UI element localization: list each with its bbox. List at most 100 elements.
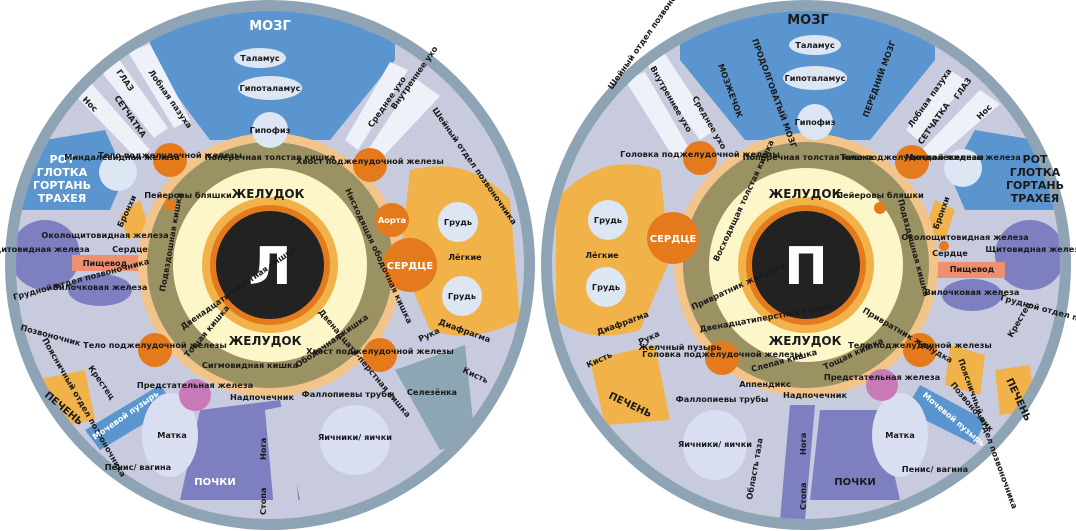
left-peyer-label: Пейеровы бляшки — [144, 190, 232, 200]
left-pituitary-label: Гипофиз — [250, 125, 291, 135]
right-brain-label: МОЗГ — [787, 13, 829, 28]
left-brain-label: МОЗГ — [249, 19, 291, 34]
right-heart-small-label: Сердце — [932, 248, 968, 258]
right-fallopian-label: Фаллопиевы трубы — [676, 394, 769, 404]
right-lungs-label: Лёгкие — [585, 250, 619, 260]
right-stripe — [922, 90, 1000, 160]
left-pituitary-bubble — [252, 112, 288, 148]
left-prostate-label: Предстательная железа — [137, 380, 253, 390]
left-thalamus-bubble — [234, 48, 286, 68]
right-stomach-top-label: ЖЕЛУДОК — [769, 187, 842, 201]
right-hypothalamus-label: Гипоталамус — [785, 73, 846, 83]
right-thyroid-zone — [995, 220, 1060, 290]
left-center-letter: Л — [248, 237, 291, 297]
left-thyroid-label: Щитовидная железа — [0, 244, 90, 254]
right-pancreas-body-bot-label: Тело поджелудочной железы — [848, 340, 992, 350]
left-chest-bubble — [438, 202, 478, 242]
right-lungs-zone — [556, 164, 670, 336]
right-adrenal-label: Надпочечник — [783, 390, 847, 400]
right-chest2-bubble — [586, 267, 626, 307]
right-liver-zone — [590, 345, 670, 425]
right-pancreas-body-top-bubble — [895, 145, 929, 179]
left-mouth-line-2: ГЛОТКА — [37, 166, 88, 179]
left-mouth-line-3: ГОРТАНЬ — [33, 179, 91, 192]
left-leg-strip — [265, 405, 300, 519]
right-pancreas-head-bot-bubble — [705, 341, 739, 375]
right-mouth-line-2: ГЛОТКА — [1010, 166, 1061, 179]
right-prostate-label: Предстательная железа — [824, 372, 940, 382]
left-heart-small-label: Сердце — [112, 244, 148, 254]
left-heart-bubble — [383, 238, 437, 292]
left-kidneys-label: ПОЧКИ — [194, 477, 236, 488]
left-thalamus-label: Таламус — [240, 53, 280, 63]
right-pituitary-bubble — [797, 104, 833, 140]
left-esophagus-zone — [72, 255, 142, 271]
right-stomach-bot-label: ЖЕЛУДОК — [769, 334, 842, 348]
left-penis-label: Пенис/ вагина — [105, 462, 171, 472]
right-ovaries-label: Яичники/ яички — [678, 439, 752, 449]
right-thymus-label: Вилочковая железа — [925, 287, 1020, 297]
right-stripe — [645, 54, 715, 140]
left-bronchi-zone — [120, 200, 150, 240]
left-brain-zone — [150, 11, 395, 140]
left-fallopian-label: Фаллопиевы трубы — [302, 389, 395, 399]
right-foot-strip — [780, 405, 815, 519]
right-chest2-label: Грудь — [592, 282, 620, 292]
right-pupil — [752, 211, 860, 319]
right-thalamus-bubble — [789, 35, 841, 55]
right-ovaries-zone — [683, 410, 747, 480]
left-spleen-label: Селезёнка — [407, 387, 457, 397]
right-pancreas-body-bot-bubble — [903, 333, 937, 367]
left-spleen-zone — [395, 345, 475, 450]
right-leg-label: Нога — [798, 433, 808, 455]
left-stripe — [368, 78, 440, 160]
left-tonsil-bubble — [99, 153, 137, 191]
left-ovaries-label: Яичники/ яички — [318, 432, 392, 442]
left-prostate-bubble — [179, 379, 211, 411]
right-prostate-bubble — [866, 369, 898, 401]
left-lungs-label: Лёгкие — [448, 252, 482, 262]
right-thymus-zone — [942, 279, 1002, 311]
left-aorta-bubble — [375, 203, 409, 237]
right-lumbar-zone — [945, 345, 985, 395]
left-hypothalamus-label: Гипоталамус — [240, 83, 301, 93]
right-stripe — [906, 70, 968, 140]
left-peyer-dot — [164, 199, 176, 211]
right-gallbladder-label: Желчный пузырь — [638, 342, 721, 352]
left-thyroid-zone — [16, 220, 80, 290]
left-pancreas-tail-bot-label: Хвост поджелудочной железы — [306, 346, 454, 356]
left-heart-big-label: СЕРДЦЕ — [387, 261, 434, 272]
left-uterus-label: Матка — [157, 430, 187, 440]
left-chest2-bubble — [442, 276, 482, 316]
left-ovaries-zone — [320, 405, 390, 475]
right-hypothalamus-bubble — [783, 66, 847, 90]
left-sigmoid-label: Сигмовидная кишка — [202, 360, 298, 370]
left-stripe — [100, 58, 168, 138]
right-peyer-label: Пейеровы бляшки — [836, 190, 924, 200]
right-mouth-line-1: РОТ — [1023, 153, 1048, 166]
left-iris: Л МОЗГ Таламус Гипоталамус Гипофиз ГЛАЗ … — [0, 0, 535, 530]
left-aorta-label: Аорта — [378, 215, 406, 225]
left-pancreas-tail-bot-bubble — [363, 338, 397, 372]
left-chest-label: Грудь — [444, 217, 472, 227]
right-uterus-label: Матка — [885, 430, 915, 440]
right-iris: П МОЗГ Таламус Гипоталамус Гипофиз ПРОДО… — [541, 0, 1076, 530]
right-pancreas-head-top-label: Головка поджелудочной железы — [620, 149, 780, 159]
left-stomach-top-label: ЖЕЛУДОК — [232, 187, 305, 201]
left-transverse-colon-label: Поперечная толстая кишка — [205, 152, 336, 162]
right-uterus-zone — [872, 393, 928, 477]
right-pituitary-label: Гипофиз — [795, 117, 836, 127]
right-bladder-zone — [905, 385, 985, 445]
left-mouth-line-4: ТРАХЕЯ — [38, 192, 87, 205]
right-esophagus-label: Пищевод — [950, 264, 995, 274]
right-mouth-line-4: ТРАХЕЯ — [1011, 192, 1060, 205]
left-esophagus-label: Пищевод — [83, 258, 128, 268]
right-center-letter: П — [784, 237, 828, 297]
left-hypothalamus-bubble — [238, 76, 302, 100]
right-mouth-line-3: ГОРТАНЬ — [1006, 179, 1064, 192]
left-thymus-zone — [68, 274, 132, 306]
right-thyroid-label: Щитовидная железа — [985, 244, 1076, 254]
left-pancreas-body-bot-bubble — [138, 333, 172, 367]
right-heart-bubble — [647, 212, 699, 264]
